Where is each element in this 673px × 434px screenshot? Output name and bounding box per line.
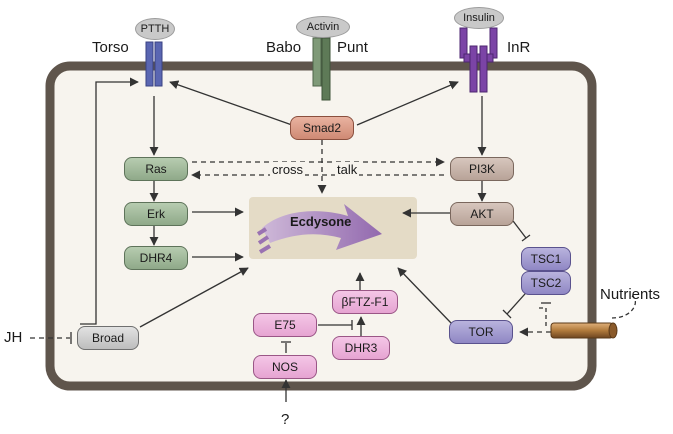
nutrient-channel bbox=[550, 322, 618, 339]
e75-node: E75 bbox=[253, 313, 317, 337]
ftzf1-node: βFTZ-F1 bbox=[332, 290, 398, 314]
babo-punt-receptor bbox=[312, 37, 331, 101]
insulin-receptor bbox=[459, 27, 498, 93]
torso-label: Torso bbox=[92, 39, 129, 56]
dhr4-node: DHR4 bbox=[124, 246, 188, 270]
unknown-input-label: ? bbox=[281, 411, 290, 428]
torso-receptor bbox=[145, 41, 163, 87]
insulin-ligand: Insulin bbox=[454, 7, 504, 29]
ecdysone-arrow bbox=[262, 204, 382, 250]
inr-label: InR bbox=[507, 39, 531, 56]
jh-label: JH bbox=[4, 329, 23, 346]
nos-node: NOS bbox=[253, 355, 317, 379]
ecdysone-arrow-stripes bbox=[256, 227, 272, 254]
broad-node: Broad bbox=[77, 326, 139, 350]
punt-label: Punt bbox=[337, 39, 368, 56]
babo-label: Babo bbox=[266, 39, 302, 56]
ptth-ligand: PTTH bbox=[135, 18, 175, 40]
akt-node: AKT bbox=[450, 202, 514, 226]
tor-node: TOR bbox=[449, 320, 513, 344]
crosstalk-label-talk: talk bbox=[335, 162, 360, 177]
activin-ligand: Activin bbox=[296, 16, 350, 38]
tsc2-node: TSC2 bbox=[521, 271, 571, 295]
crosstalk-label-cross: cross bbox=[270, 162, 306, 177]
pi3k-node: PI3K bbox=[450, 157, 514, 181]
tsc1-node: TSC1 bbox=[521, 247, 571, 271]
smad2-node: Smad2 bbox=[290, 116, 354, 140]
dhr3-node: DHR3 bbox=[332, 336, 390, 360]
ecdysone-label: Ecdysone bbox=[290, 214, 352, 229]
ras-node: Ras bbox=[124, 157, 188, 181]
erk-node: Erk bbox=[124, 202, 188, 226]
nutrients-label: Nutrients bbox=[600, 286, 661, 303]
